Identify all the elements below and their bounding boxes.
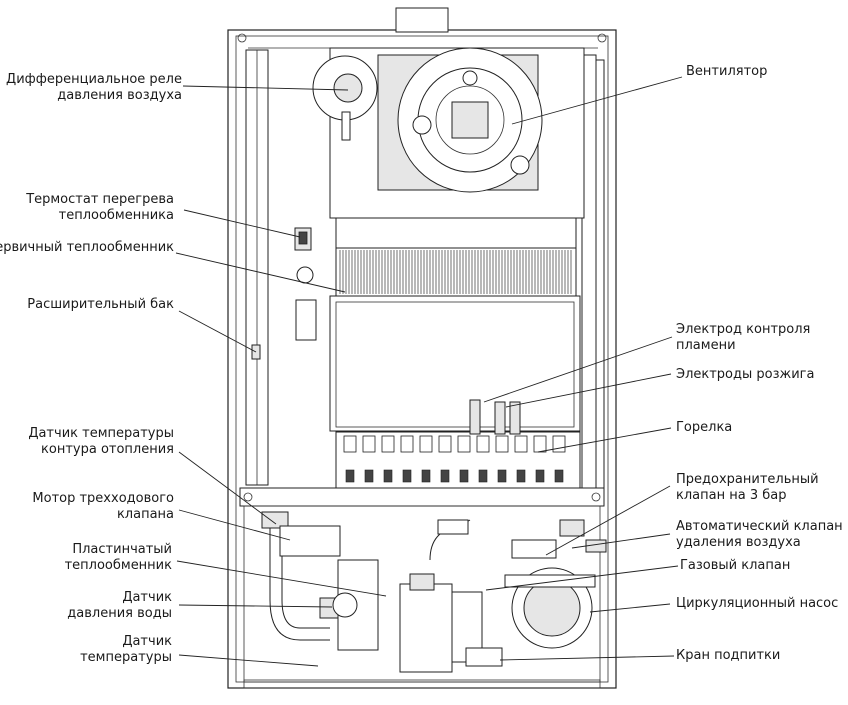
label-line: температуры [80,650,172,665]
label-line: теплообменник [64,558,172,573]
burner-ramp [476,435,490,453]
burner-ramp [362,435,376,453]
label-line: Расширительный бак [27,297,174,312]
burner-nozzle [478,469,488,483]
label-line: Циркуляционный насос [676,596,839,611]
label-line: Термостат перегрева [26,192,174,207]
label-line: давления воздуха [57,88,182,103]
label-line: Предохранительный [676,472,819,487]
leader-lines [175,76,683,667]
label-ignition-electrodes: Электроды розжига [676,367,814,383]
label-line: Газовый клапан [680,558,791,573]
expansion-tank-shape [245,49,269,486]
burner-nozzle [535,469,545,483]
burner-ramp [419,435,433,453]
burner-ramp [381,435,395,453]
label-line: теплообменника [58,208,174,223]
label-diff-relay: Дифференциальное реле давления воздуха [6,72,182,104]
label-line: Датчик температуры [28,426,174,441]
label-circ-pump: Циркуляционный насос [676,596,838,612]
label-expansion-tank: Расширительный бак [27,297,174,313]
burner-ramp [457,435,471,453]
bottom-bar [239,487,605,507]
burner-shape [335,399,581,489]
overheat-thermostat-shape [294,227,317,341]
label-line: Мотор трехходового [32,491,174,506]
primary-hex-shape [329,217,581,432]
label-safety-valve: Предохранительный клапан на 3 бар [676,472,819,504]
label-line: Электроды розжига [676,367,815,382]
burner-nozzle [421,469,431,483]
burner-nozzle [345,469,355,483]
label-air-vent: Автоматический клапан удаления воздуха [676,519,843,551]
label-burner: Горелка [676,420,732,436]
right-pipe-shape [581,54,605,496]
diff-relay-shape [312,55,378,141]
label-line: Датчик [122,634,172,649]
label-three-way-motor: Мотор трехходового клапана [32,491,174,523]
label-line: Автоматический клапан [676,519,843,534]
label-line: клапан на 3 бар [676,488,787,503]
burner-nozzle [497,469,507,483]
label-fan: Вентилятор [686,64,767,80]
fan-shape [329,47,585,219]
burner-ramp [495,435,509,453]
label-line: клапана [116,507,174,522]
label-temp-sensor: Датчик температуры [80,634,172,666]
label-line: Кран подпитки [676,648,781,663]
burner-ramp [514,435,528,453]
label-line: Первичный теплообменник [0,240,174,255]
label-line: Электрод контроля [676,322,811,337]
label-fill-tap: Кран подпитки [676,648,780,664]
burner-nozzle [459,469,469,483]
burner-nozzle [440,469,450,483]
label-line: удаления воздуха [676,535,801,550]
burner-ramp [552,435,566,453]
burner-nozzle [364,469,374,483]
label-line: Вентилятор [686,64,768,79]
label-overheat-thermostat: Термостат перегрева теплообменника [26,192,174,224]
label-line: Горелка [676,420,733,435]
label-water-pressure-sensor: Датчик давления воды [67,590,172,622]
label-line: Дифференциальное реле [6,72,182,87]
label-gas-valve: Газовый клапан [680,558,790,574]
label-line: Датчик [122,590,172,605]
label-line: контура отопления [41,442,174,457]
label-heating-temp-sensor: Датчик температуры контура отопления [28,426,174,458]
burner-ramp [533,435,547,453]
label-plate-hex: Пластинчатый теплообменник [65,542,172,574]
label-primary-hex: Первичный теплообменник [0,240,174,256]
burner-nozzle [383,469,393,483]
burner-ramp [343,435,357,453]
burner-ramp [438,435,452,453]
label-line: пламени [676,338,736,353]
burner-nozzle [516,469,526,483]
burner-nozzle [402,469,412,483]
hydraulic-group-shape [243,505,607,683]
label-flame-electrode: Электрод контроля пламени [676,322,810,354]
label-line: давления воды [67,606,172,621]
burner-nozzle [554,469,564,483]
label-line: Пластинчатый [72,542,172,557]
burner-ramp [400,435,414,453]
